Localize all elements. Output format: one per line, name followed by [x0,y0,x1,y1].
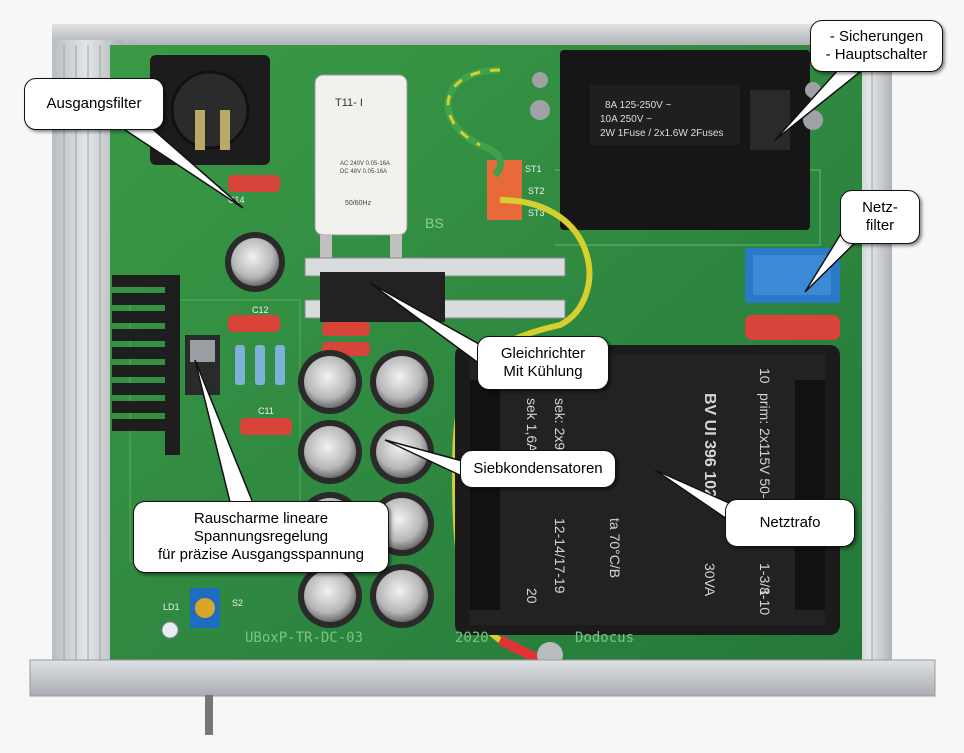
svg-text:20: 20 [524,588,540,604]
svg-text:S2: S2 [232,598,243,608]
pcb-name: UBoxP-TR-DC-03 [245,630,363,646]
pcb-connector-st [487,160,522,220]
breaker-label: T11- I [335,97,363,109]
svg-text:ta 70°C/B: ta 70°C/B [607,518,623,578]
transformer-print: 10 prim: 2x115V 50- BV UI 396 102 1-3/8-… [701,368,773,615]
label-netzfilter-line1: Netz- [862,199,898,216]
circuit-breaker: T11- I AC 240V 0.05-16A DC 48V 0.05-16A … [314,74,408,260]
fuse-holder-block: 8A 125-250V ~ 10A 250V ~ 2W 1Fuse / 2x1.… [530,50,823,230]
breaker-rating-ac: AC 240V 0.05-16A [340,161,390,167]
enclosure-back-rail [52,24,892,48]
fuse-line-3: 2W 1Fuse / 2x1.6W 2Fuses [600,128,723,139]
pcb-year: 2020 [455,630,489,646]
svg-text:C14: C14 [228,195,245,205]
label-gleichrichter: Gleichrichter Mit Kühlung [477,336,609,390]
svg-text:ST3: ST3 [528,208,545,218]
label-siebkondensatoren: Siebkondensatoren [460,450,616,488]
xlr-socket [150,55,270,165]
label-sicherungen-line2: - Hauptschalter [825,46,928,63]
label-spannungsregelung-line3: für präzise Ausgangsspannung [158,546,364,563]
label-spannungsregelung: Rauscharme lineare Spannungsregelung für… [133,501,389,573]
fuse-line-2: 10A 250V ~ [600,114,652,125]
label-gleichrichter-line1: Gleichrichter [500,345,586,362]
fuse-line-1: 8A 125-250V ~ [605,100,672,111]
svg-text:C11: C11 [258,406,274,416]
svg-text:12-14/17-19: 12-14/17-19 [552,518,568,594]
label-sicherungen-hauptschalter: - Sicherungen - Hauptschalter [810,20,943,72]
svg-text:1-3/8-10: 1-3/8-10 [757,563,773,615]
breaker-freq: 50/60Hz [345,200,372,207]
svg-text:1: 1 [757,588,773,596]
enclosure-front-panel [29,659,936,697]
label-netztrafo: Netztrafo [725,499,855,547]
svg-text:ST2: ST2 [528,186,545,196]
svg-text:prim: 2x115V 50-: prim: 2x115V 50- [757,393,773,499]
label-gleichrichter-line2: Mit Kühlung [503,363,583,380]
label-ausgangsfilter: Ausgangsfilter [24,78,164,130]
pcb-brand: Dodocus [575,630,634,646]
label-netzfilter: Netz- filter [840,190,920,244]
svg-text:BS: BS [425,215,444,231]
svg-text:30VA: 30VA [702,563,718,597]
label-spannungsregelung-line2: Spannungsregelung [193,528,329,545]
label-spannungsregelung-line1: Rauscharme lineare [193,510,329,527]
resistors [235,345,285,385]
film-capacitors [228,175,840,435]
svg-text:BV UI 396 102: BV UI 396 102 [701,393,718,498]
svg-text:10: 10 [757,368,773,384]
regulator-heatsink [112,275,180,455]
svg-text:ST1: ST1 [525,164,542,174]
transformer [455,345,840,635]
svg-text:sek 1,6AT: sek 1,6AT [524,398,540,460]
led [161,621,179,639]
label-netzfilter-line2: filter [865,217,895,234]
label-sicherungen-line1: - Sicherungen [829,28,924,45]
svg-text:C12: C12 [252,305,269,315]
svg-text:sek: 2x9V: sek: 2x9V [552,398,568,460]
svg-text:LD1: LD1 [163,602,180,612]
breaker-rating-dc: DC 48V 0.05-16A [340,169,387,175]
